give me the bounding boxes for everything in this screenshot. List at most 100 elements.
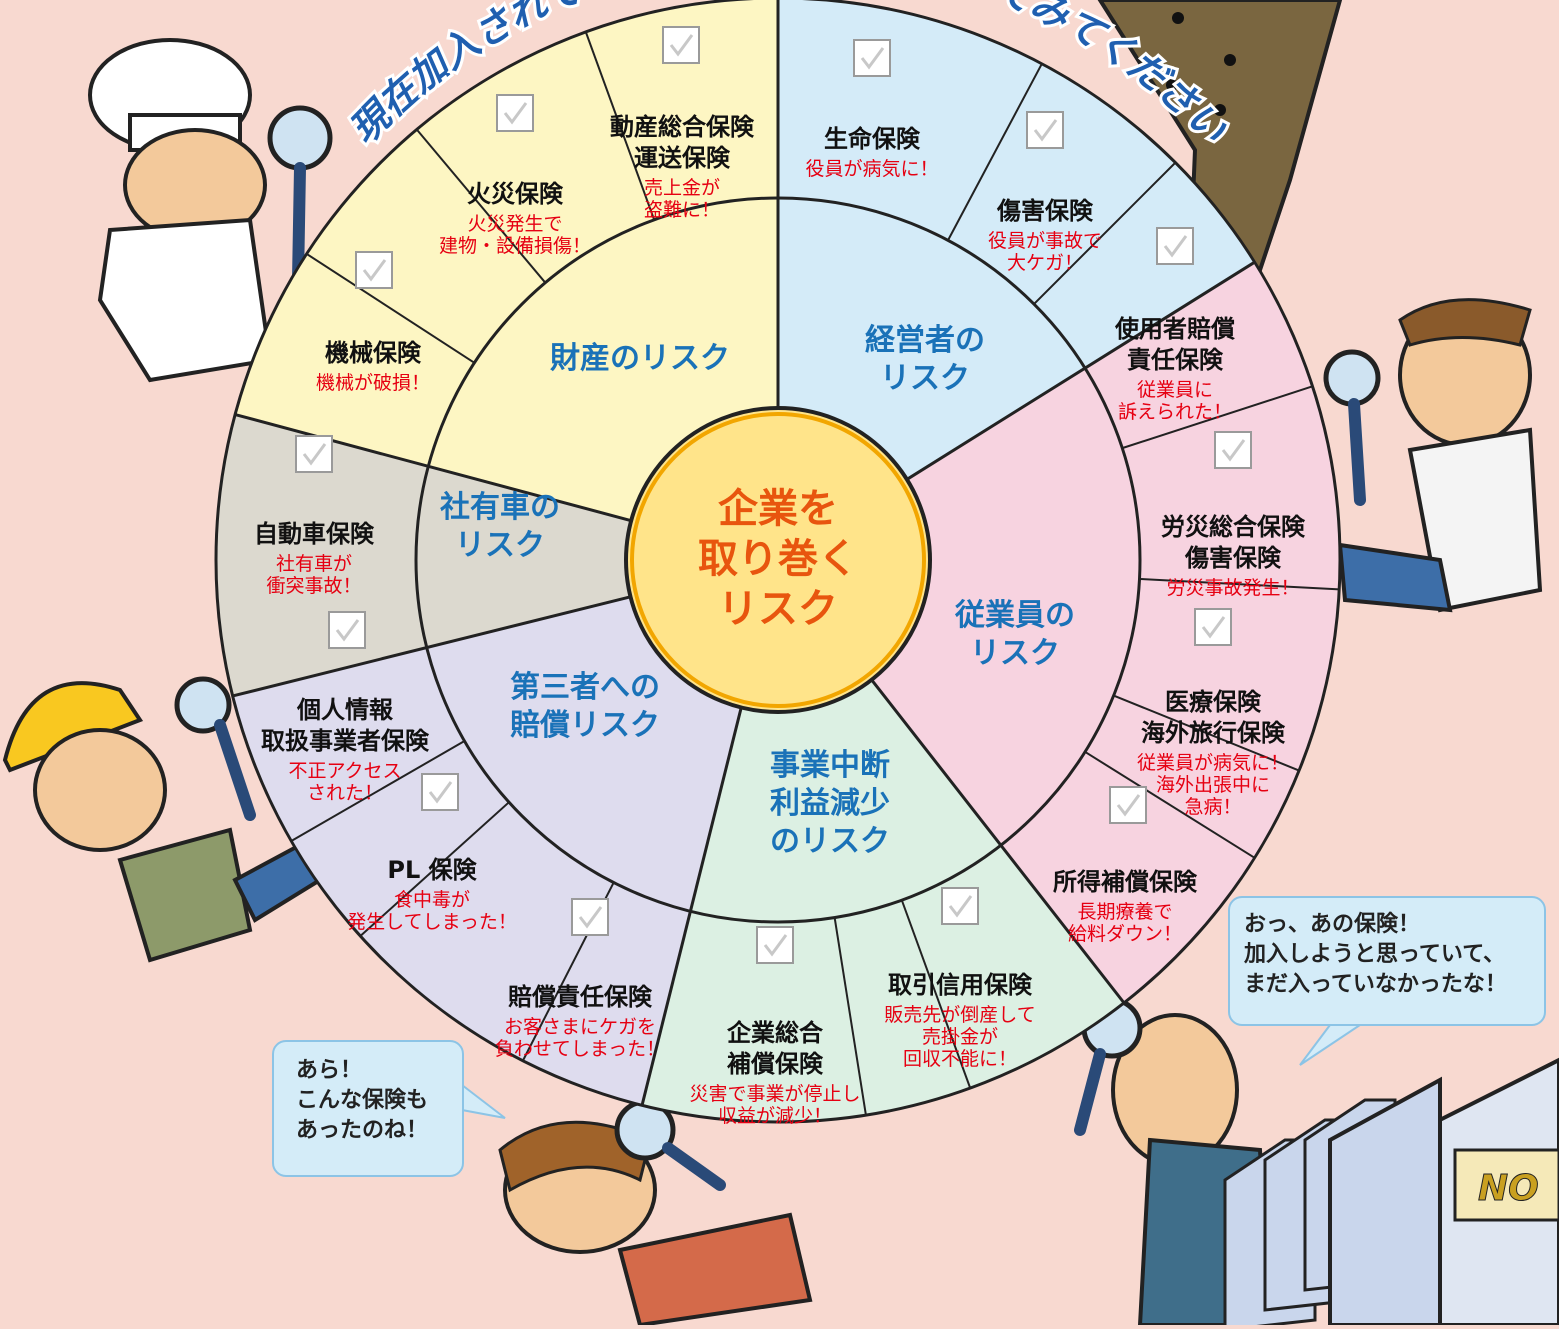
insurance-divider bbox=[900, 899, 972, 1089]
insurance-divider bbox=[1033, 161, 1177, 305]
category-label-employee-line: 従業員の bbox=[954, 598, 1075, 633]
coat-button bbox=[1214, 104, 1226, 116]
insurance-desc-7: 販売先が倒産して売掛金が回収不能に！ bbox=[884, 1004, 1035, 1070]
worker-face bbox=[33, 728, 167, 852]
insurance-divider bbox=[1139, 577, 1340, 591]
insurance-checkbox[interactable] bbox=[756, 926, 794, 964]
insurance-desc-13: 機械が破損！ bbox=[316, 372, 430, 394]
insurance-name-12: 自動車保険 bbox=[254, 520, 375, 548]
insurance-desc-1-line: 役員が病気に！ bbox=[805, 158, 938, 180]
insurance-desc-0: 売上金が盗難に！ bbox=[644, 177, 720, 221]
insurance-name-1-line: 生命保険 bbox=[824, 125, 921, 153]
insurance-name-8: 企業総合補償保険 bbox=[726, 1019, 824, 1078]
insurance-desc-11-line: 不正アクセス bbox=[288, 760, 401, 782]
insurance-desc-10-line: 発生してしまった！ bbox=[347, 911, 517, 933]
insurance-name-13: 機械保険 bbox=[325, 339, 422, 367]
coat-button bbox=[1172, 12, 1184, 24]
insurance-desc-5-line: 海外出張中に bbox=[1156, 774, 1270, 796]
insurance-checkbox[interactable] bbox=[571, 898, 609, 936]
magnifier-handle-businessman bbox=[1074, 1048, 1106, 1136]
insurance-desc-7-line: 販売先が倒産して bbox=[884, 1004, 1035, 1026]
center-label-line: 取り巻く bbox=[698, 536, 858, 582]
insurance-desc-0-line: 売上金が bbox=[644, 177, 720, 199]
magnifier-handle-chef bbox=[292, 162, 306, 286]
insurance-name-13-line: 機械保険 bbox=[325, 339, 422, 367]
insurance-divider bbox=[947, 63, 1043, 241]
insurance-name-2: 傷害保険 bbox=[996, 197, 1094, 225]
center-label: 企業を取り巻くリスク bbox=[698, 486, 858, 632]
insurance-desc-3-line: 訴えられた！ bbox=[1118, 401, 1232, 423]
insurance-desc-10: 食中毒が発生してしまった！ bbox=[347, 889, 517, 933]
bubble-man-line-3: まだ入っていなかったな！ bbox=[1244, 972, 1507, 997]
insurance-desc-6-line: 長期療養で bbox=[1077, 901, 1172, 923]
magnifier-glass-chef bbox=[267, 105, 333, 171]
worker-body bbox=[117, 827, 253, 963]
insurance-name-4-line: 傷害保険 bbox=[1184, 544, 1282, 572]
category-label-business: 事業中断利益減少のリスク bbox=[770, 748, 890, 859]
insurance-desc-8-line: 収益が減少！ bbox=[718, 1105, 832, 1127]
insurance-name-11: 個人情報取扱事業者保険 bbox=[261, 696, 430, 755]
insurance-name-4-line: 労災総合保険 bbox=[1161, 513, 1306, 541]
center-circle bbox=[624, 406, 932, 714]
insurance-desc-9-line: お客さまにケガを bbox=[504, 1016, 656, 1038]
insurance-divider bbox=[306, 253, 475, 364]
insurance-checkbox[interactable] bbox=[1194, 608, 1232, 646]
insurance-name-3-line: 責任保険 bbox=[1127, 346, 1224, 374]
insurance-checkbox[interactable] bbox=[1026, 111, 1064, 149]
insurance-checkbox[interactable] bbox=[295, 435, 333, 473]
insurance-checkbox[interactable] bbox=[328, 611, 366, 649]
chef-body bbox=[97, 217, 273, 383]
wheel: 企業を取り巻くリスク財産のリスク経営者のリスク従業員のリスク事業中断利益減少のリ… bbox=[214, 0, 1342, 1127]
insurance-name-14-line: 火災保険 bbox=[467, 180, 564, 208]
category-label-executive: 経営者のリスク bbox=[865, 323, 985, 396]
check-mark-icon bbox=[503, 102, 528, 125]
insurance-checkbox[interactable] bbox=[941, 887, 979, 925]
insurance-desc-9-line: 負わせてしまった！ bbox=[495, 1038, 665, 1060]
insurance-name-3-line: 使用者賠償 bbox=[1114, 315, 1235, 343]
insurance-divider bbox=[1121, 385, 1313, 450]
insurance-checkbox[interactable] bbox=[1214, 431, 1252, 469]
insurance-desc-3: 従業員に訴えられた！ bbox=[1118, 379, 1232, 423]
truck-logo-panel bbox=[1453, 1148, 1559, 1222]
insurance-name-11-line: 個人情報 bbox=[296, 696, 394, 724]
center-label-line: リスク bbox=[718, 586, 838, 632]
insurance-checkbox[interactable] bbox=[853, 39, 891, 77]
insurance-checkbox[interactable] bbox=[1156, 227, 1194, 265]
bubble-woman-line-2: こんな保険も bbox=[296, 1088, 429, 1113]
insurance-divider bbox=[290, 740, 465, 842]
insurance-checkbox[interactable] bbox=[496, 94, 534, 132]
check-mark-icon bbox=[302, 443, 327, 466]
outer-ring bbox=[214, 0, 1342, 1124]
insurance-desc-9: お客さまにケガを負わせてしまった！ bbox=[495, 1016, 665, 1060]
category-label-vehicle: 社有車のリスク bbox=[440, 490, 560, 563]
insurance-desc-0-line: 盗難に！ bbox=[644, 199, 720, 221]
insurance-name-5-line: 医療保険 bbox=[1165, 688, 1262, 716]
insurance-name-8-line: 補償保険 bbox=[726, 1050, 824, 1078]
check-mark-icon bbox=[578, 906, 603, 929]
insurance-name-7: 取引信用保険 bbox=[888, 971, 1033, 999]
check-mark-icon bbox=[763, 934, 788, 957]
insurance-name-4: 労災総合保険傷害保険 bbox=[1161, 513, 1306, 572]
man-right-hair bbox=[1398, 298, 1532, 347]
insurance-checkbox[interactable] bbox=[1109, 786, 1147, 824]
man-right-legs bbox=[1337, 542, 1453, 613]
woman-jacket bbox=[617, 1212, 813, 1328]
insurance-desc-12-line: 社有車が bbox=[276, 553, 352, 575]
magnifier-glass-worker bbox=[174, 676, 232, 734]
magnifier-handle-woman bbox=[662, 1142, 726, 1191]
insurance-checkbox[interactable] bbox=[662, 26, 700, 64]
speech-bubble-man: おっ、あの保険！ 加入しようと思っていて、 まだ入っていなかったな！ bbox=[1228, 896, 1546, 1026]
insurance-name-0: 動産総合保険運送保険 bbox=[610, 113, 755, 172]
insurance-checkbox[interactable] bbox=[421, 773, 459, 811]
insurance-desc-7-line: 回収不能に！ bbox=[903, 1048, 1017, 1070]
insurance-name-1: 生命保険 bbox=[824, 125, 921, 153]
check-mark-icon bbox=[1201, 616, 1226, 639]
insurance-desc-2-line: 役員が事故で bbox=[988, 230, 1102, 252]
insurance-checkbox[interactable] bbox=[355, 251, 393, 289]
insurance-name-2-line: 傷害保険 bbox=[996, 197, 1094, 225]
magnifier-handle-worker bbox=[214, 719, 256, 821]
insurance-divider bbox=[1084, 750, 1256, 859]
